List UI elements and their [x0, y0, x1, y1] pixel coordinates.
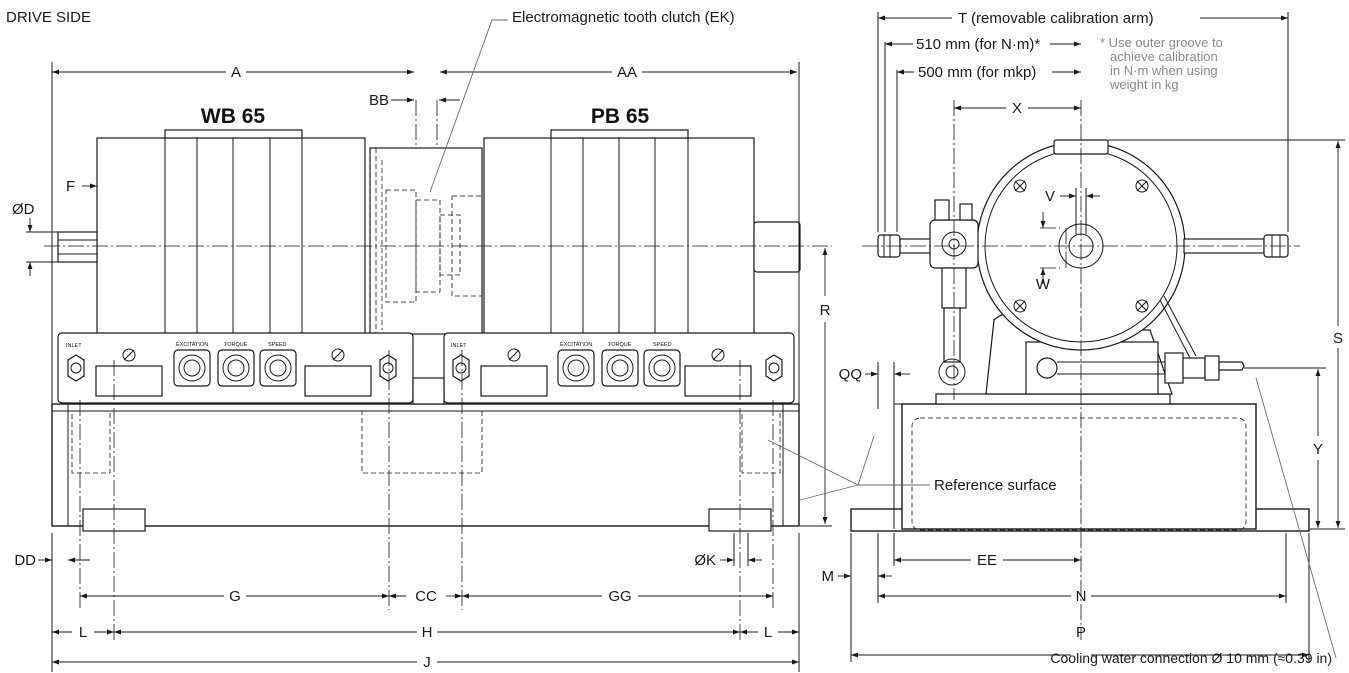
calibration-note-1: * Use outer groove to — [1100, 35, 1223, 50]
wb65-body — [96, 129, 366, 341]
dim-d-label: ØD — [12, 201, 35, 218]
dim-w-label: W — [1036, 276, 1051, 293]
dim-h-label: H — [422, 624, 433, 641]
dim-x-label: X — [1012, 100, 1022, 117]
connector-speed-right — [643, 349, 681, 387]
clutch-callout: Electromagnetic tooth clutch (EK) — [512, 9, 735, 26]
dim-510-label: 510 mm (for N·m)* — [916, 36, 1040, 53]
connector-outlet-left — [379, 354, 397, 382]
bolt-tl — [1013, 179, 1027, 193]
bolt-br — [1135, 299, 1149, 313]
connector-torque-right — [601, 349, 639, 387]
calibration-note-4: weight in kg — [1109, 77, 1179, 92]
callouts: DRIVE SIDE WB 65 PB 65 Electromagnetic t… — [6, 9, 1337, 666]
dim-r-label: R — [820, 302, 831, 319]
calibration-note-2: achieve calibration — [1110, 49, 1218, 64]
side-view — [850, 100, 1310, 640]
dim-500-label: 500 mm (for mkp) — [918, 64, 1036, 81]
cooling-water-callout: Cooling water connection Ø 10 mm (≈0.39 … — [1050, 650, 1332, 666]
reference-surface-callout: Reference surface — [934, 477, 1057, 494]
dim-l-right-label: L — [764, 624, 772, 641]
pb65-title: PB 65 — [591, 105, 650, 128]
front-view: INLET EXCITATION TORQUE SPEED INLET EXCI… — [44, 100, 832, 640]
connector-inlet-right — [452, 354, 470, 382]
dim-dd-label: DD — [14, 552, 36, 569]
excitation-label-right: EXCITATION — [560, 342, 592, 348]
pb65-body — [483, 129, 755, 341]
bolt-tr — [1135, 179, 1149, 193]
speed-label-right: SPEED — [653, 342, 672, 348]
drive-side-label: DRIVE SIDE — [6, 9, 91, 26]
dim-qq-label: QQ — [839, 366, 862, 383]
dim-n-label: N — [1076, 588, 1087, 605]
connector-torque-left — [217, 349, 255, 387]
dim-bb-label: BB — [369, 92, 389, 109]
connector-excitation-right — [557, 349, 595, 387]
drive-shaft — [57, 231, 98, 263]
dim-p-label: P — [1076, 624, 1086, 641]
speed-label-left: SPEED — [268, 342, 287, 348]
dim-v-label: V — [1045, 188, 1055, 205]
cooling-water-fitting — [1036, 295, 1245, 384]
dim-f-label: F — [66, 178, 75, 195]
excitation-label-left: EXCITATION — [176, 342, 208, 348]
inlet-label-left: INLET — [66, 343, 82, 349]
bracket-left-a — [95, 348, 163, 397]
dim-j-label: J — [423, 654, 431, 671]
dim-cc-label: CC — [415, 588, 437, 605]
torque-label-left: TORQUE — [224, 342, 248, 348]
base-plate — [51, 403, 800, 527]
dim-l-left-label: L — [79, 624, 87, 641]
dim-s-label: S — [1333, 330, 1343, 347]
clutch-ek — [369, 147, 483, 335]
connector-speed-left — [259, 349, 297, 387]
wb65-title: WB 65 — [201, 105, 266, 128]
inlet-label-right: INLET — [451, 343, 467, 349]
dim-m-label: M — [822, 568, 835, 585]
side-dimensions: T (removable calibration arm) 510 mm (fo… — [822, 10, 1345, 662]
connector-outlet-right — [765, 354, 783, 382]
connector-excitation-left — [173, 349, 211, 387]
torque-label-right: TORQUE — [608, 342, 632, 348]
dim-gg-label: GG — [608, 588, 631, 605]
dim-aa-label: AA — [617, 64, 637, 81]
calibration-note-3: in N·m when using — [1110, 63, 1218, 78]
dim-a-label: A — [231, 64, 241, 81]
bracket-left-b — [304, 348, 372, 397]
dim-ee-label: EE — [977, 552, 997, 569]
dim-t-label: T (removable calibration arm) — [958, 10, 1154, 27]
bolt-bl — [1013, 299, 1027, 313]
output-shaft — [753, 221, 801, 273]
front-dimensions: A AA BB F ØD R DD G CC — [12, 62, 832, 672]
dim-k-label: ØK — [694, 552, 716, 569]
bracket-right-a — [480, 348, 548, 397]
connector-inlet-left — [67, 354, 85, 382]
dim-g-label: G — [229, 588, 241, 605]
dim-y-label: Y — [1313, 441, 1323, 458]
